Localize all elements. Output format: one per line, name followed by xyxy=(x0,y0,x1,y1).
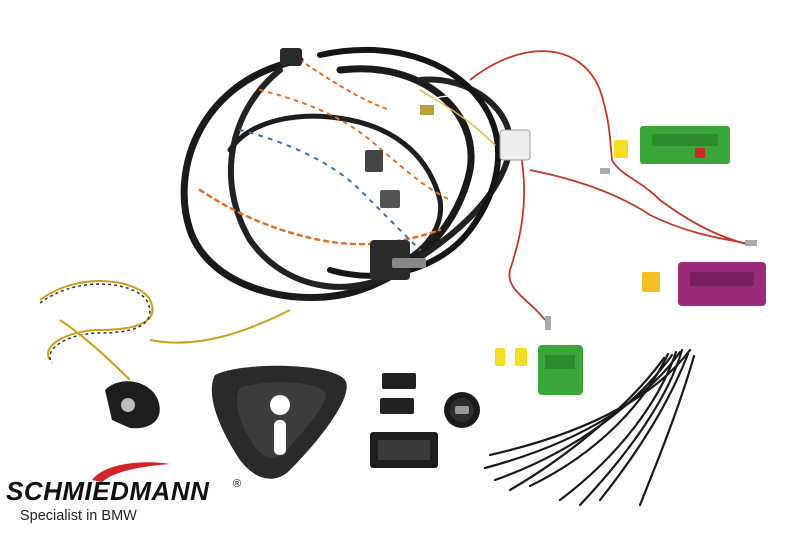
push-button-switch xyxy=(444,392,480,428)
connector-green-small xyxy=(538,345,583,395)
registered-mark: ® xyxy=(233,478,242,490)
swoosh-logo-icon xyxy=(92,462,170,482)
harness-connectors xyxy=(280,48,531,280)
connector-purple xyxy=(678,262,766,306)
brand-wordmark: SCHMIEDMANN xyxy=(6,476,210,506)
brand-tagline: Specialist in BMW xyxy=(20,508,137,524)
red-wire xyxy=(469,50,751,321)
main-wiring-harness xyxy=(180,47,514,301)
sensor-with-cable xyxy=(105,381,160,429)
wire-terminals xyxy=(545,168,757,330)
fuse-blade xyxy=(495,140,660,366)
connector-green-large xyxy=(640,126,730,164)
multi-pin-connector-black xyxy=(370,432,438,468)
small-connectors-black xyxy=(380,373,416,414)
brand-logo: SCHMIEDMANN ® Specialist in BMW xyxy=(6,458,256,528)
twisted-pair-cable xyxy=(39,280,291,381)
cable-ties-bundle xyxy=(483,348,696,507)
switch-bezel-frame xyxy=(211,365,347,479)
